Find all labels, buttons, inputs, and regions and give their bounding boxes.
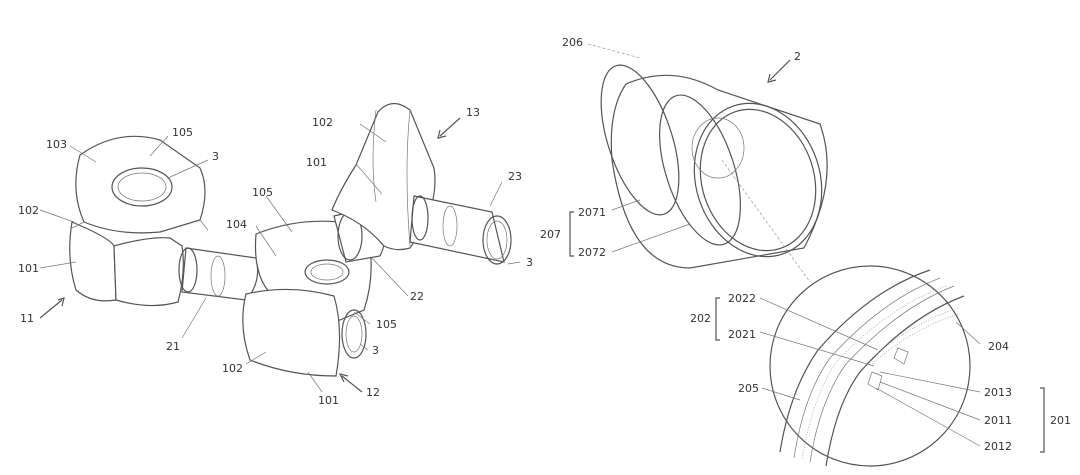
label-12: 12	[366, 386, 380, 399]
label-2: 2	[794, 50, 801, 63]
label-105-low: 105	[376, 318, 397, 331]
label-105-top: 105	[172, 126, 193, 139]
label-21: 21	[166, 340, 180, 353]
label-202: 202	[690, 312, 711, 325]
label-101-left: 101	[18, 262, 39, 275]
label-206: 206	[562, 36, 583, 49]
label-23: 23	[508, 170, 522, 183]
reference-labels: 103 105 3 102 101 11 21 105 104 102 101 …	[18, 36, 1071, 453]
label-2072: 2072	[578, 246, 606, 259]
label-2021: 2021	[728, 328, 756, 341]
label-205: 205	[738, 382, 759, 395]
label-2011: 2011	[984, 414, 1012, 427]
label-101-mid: 101	[306, 156, 327, 169]
label-11: 11	[20, 312, 34, 325]
label-201: 201	[1050, 414, 1071, 427]
label-101-low: 101	[318, 394, 339, 407]
connector-hub-13	[331, 102, 436, 251]
label-103: 103	[46, 138, 67, 151]
tube-23	[409, 195, 512, 265]
label-3-low: 3	[372, 344, 379, 357]
left-leader-lines	[39, 117, 521, 393]
label-102-low: 102	[222, 362, 243, 375]
connector-hub-11	[69, 135, 209, 307]
label-102-left: 102	[18, 204, 39, 217]
label-204: 204	[988, 340, 1009, 353]
label-2071: 2071	[578, 206, 606, 219]
right-leader-lines	[569, 43, 1045, 453]
label-2022: 2022	[728, 292, 756, 305]
label-13: 13	[466, 106, 480, 119]
detail-circle	[769, 265, 971, 467]
label-2013: 2013	[984, 386, 1012, 399]
cylinder-2	[600, 64, 828, 283]
tube-21	[178, 247, 259, 301]
label-105-mid: 105	[252, 186, 273, 199]
label-22: 22	[410, 290, 424, 303]
label-102-top: 102	[312, 116, 333, 129]
label-104: 104	[226, 218, 247, 231]
label-207: 207	[540, 228, 561, 241]
label-3-right: 3	[526, 256, 533, 269]
label-3-top: 3	[212, 150, 219, 163]
label-2012: 2012	[984, 440, 1012, 453]
